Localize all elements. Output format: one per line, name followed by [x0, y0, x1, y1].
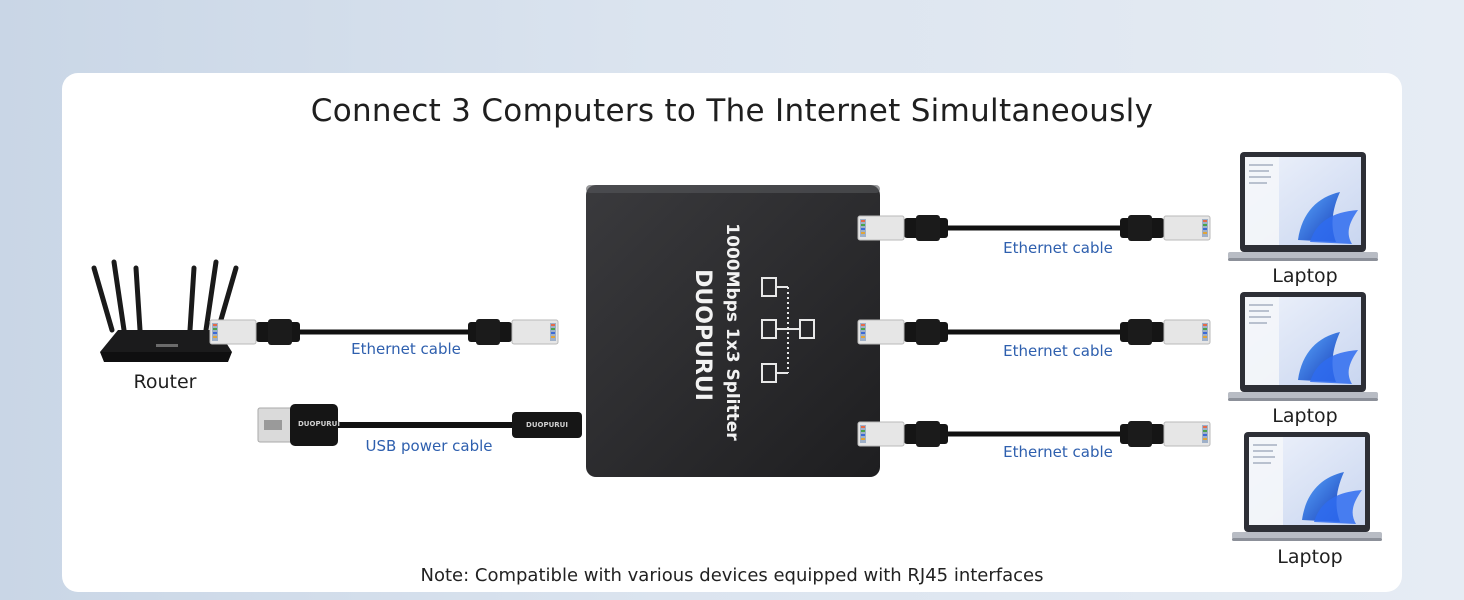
router-ethernet-cable-label: Ethernet cable [351, 340, 461, 358]
usb-plug-brand-text: DUOPURUI [298, 420, 340, 428]
hub-model-text: 1000Mbps 1x3 Splitter [722, 223, 742, 441]
splitter-hub-icon [586, 185, 880, 477]
usb-power-cable-icon [257, 404, 582, 446]
laptop-2-label: Laptop [1272, 405, 1338, 427]
ethernet-cable-2-label: Ethernet cable [1003, 342, 1113, 360]
router-ethernet-cable-icon [209, 318, 559, 346]
usb-power-cable-label: USB power cable [365, 437, 493, 455]
hub-brand-text: DUOPURUI [690, 269, 715, 401]
page-title: Connect 3 Computers to The Internet Simu… [310, 93, 1154, 129]
compatibility-note: Note: Compatible with various devices eq… [420, 565, 1044, 586]
usb-connector-brand-text: DUOPURUI [526, 421, 568, 429]
ethernet-cable-1-label: Ethernet cable [1003, 239, 1113, 257]
laptop-ethernet-cable-3-icon [857, 420, 1211, 448]
ethernet-cable-3-label: Ethernet cable [1003, 443, 1113, 461]
laptop-1-icon [1228, 152, 1378, 261]
router-label: Router [133, 371, 197, 393]
network-symbol-icon [761, 277, 815, 383]
laptop-2-icon [1228, 292, 1378, 401]
laptop-ethernet-cable-1-icon [857, 214, 1211, 242]
laptop-ethernet-cable-2-icon [857, 318, 1211, 346]
laptop-3-icon [1232, 432, 1382, 541]
laptop-3-label: Laptop [1277, 546, 1343, 568]
laptop-1-label: Laptop [1272, 265, 1338, 287]
router-icon [91, 259, 239, 362]
